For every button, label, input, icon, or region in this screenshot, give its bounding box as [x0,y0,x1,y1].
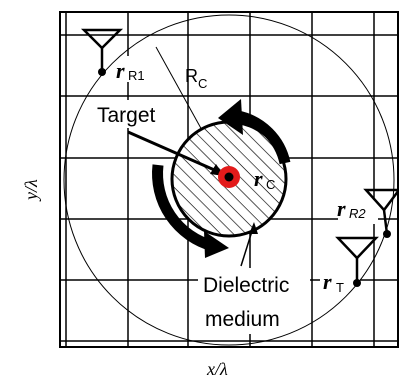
r-transmitter-sub: T [336,280,344,295]
array-circle [63,14,395,346]
antenna-r2-mast [382,209,389,235]
antenna-r1-head [80,28,124,50]
radius-label: R [185,66,198,86]
rotation-arrowhead-bottom [204,231,229,258]
target-point-inner [224,172,234,182]
dielectric-leader-head [249,222,258,234]
transmitter-point [353,279,361,287]
y-axis-label: y/λ [21,179,41,202]
r-center-sub: C [266,177,275,192]
r-receiver1-sub: R1 [128,68,145,83]
target-leader [127,130,220,174]
radius-label-sub: C [198,76,207,91]
r-receiver1-symbol: r [116,58,125,83]
antenna-r2-head [363,188,399,212]
antenna-icon [335,236,379,283]
rotation-arrow-bottom [152,164,215,252]
dielectric-leader [240,227,254,267]
rotation-arrow-icon [152,99,291,258]
grid-frame [59,11,399,348]
dielectric-label-line2: medium [205,308,280,331]
antenna-t-head [335,236,379,260]
receiver2-point [383,230,391,238]
r-receiver2-sub: R2 [349,206,366,221]
x-axis-label: x/λ [206,359,228,379]
rotation-arrowhead-top [218,99,243,135]
r-receiver2-symbol: r [337,196,346,221]
r-center-symbol: r [254,166,263,191]
rotation-arrow-top [236,110,291,165]
antenna-icon [363,188,399,235]
receiver1-point [98,68,106,76]
dielectric-label-line1: Dielectric [203,274,289,297]
target-label: Target [97,104,156,127]
r-transmitter-symbol: r [323,269,332,294]
